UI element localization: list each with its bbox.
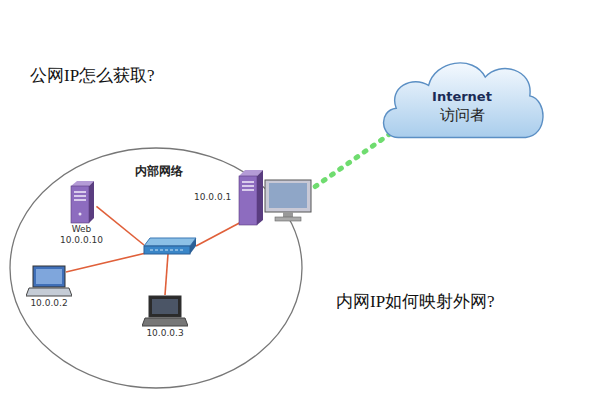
laptop-icon bbox=[26, 264, 72, 298]
network-region: Web10.0.0.10 10.0.0.1 10.0.0.2 10.0.0.3 内部网络 bbox=[8, 146, 304, 390]
gateway-server-icon bbox=[237, 168, 315, 226]
ip-label: Web bbox=[72, 224, 92, 235]
internet-cloud: Internet访问者 bbox=[376, 48, 548, 152]
ip-label: 10.0.0.2 bbox=[30, 298, 67, 309]
web-server-node: Web10.0.0.10 bbox=[60, 180, 103, 246]
cloud-label: Internet bbox=[432, 89, 492, 106]
ip-label: 10.0.0.3 bbox=[146, 328, 183, 339]
lan-cable bbox=[96, 206, 144, 245]
question-label: 内网IP如何映射外网? bbox=[336, 290, 495, 313]
laptop-icon bbox=[142, 294, 188, 328]
dotted-link bbox=[315, 129, 396, 186]
gateway-server-node: 10.0.0.1 bbox=[194, 168, 315, 226]
lan-cable bbox=[66, 253, 146, 272]
switch-symbol bbox=[144, 238, 196, 254]
laptop-node: 10.0.0.2 bbox=[26, 264, 72, 309]
server-tower-icon bbox=[67, 180, 95, 224]
ip-label: 10.0.0.1 bbox=[194, 192, 231, 203]
region-heading: 内部网络 bbox=[135, 164, 183, 178]
cloud-label: 访问者 bbox=[440, 106, 485, 126]
ip-label: 10.0.0.10 bbox=[60, 235, 103, 246]
laptop-node: 10.0.0.3 bbox=[142, 294, 188, 339]
lan-cable bbox=[165, 254, 168, 295]
question-label: 公网IP怎么获取? bbox=[30, 64, 155, 87]
lan-cable bbox=[196, 222, 241, 246]
